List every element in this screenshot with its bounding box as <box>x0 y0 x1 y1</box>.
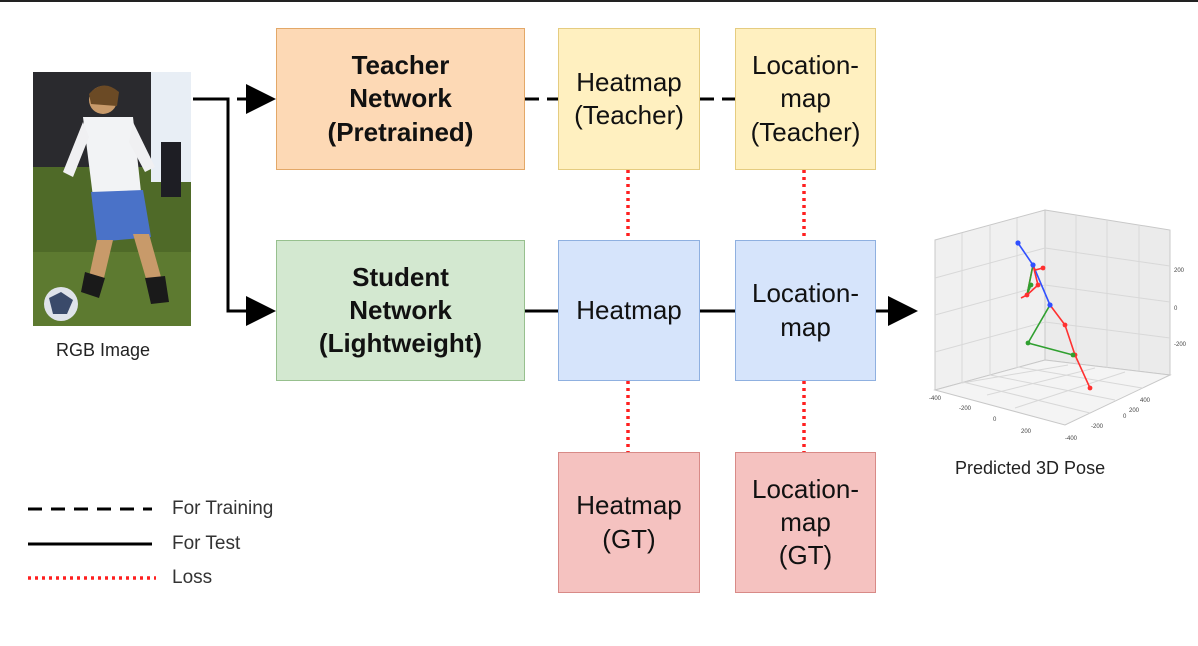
pose-tick-right-2: 0 <box>1174 306 1178 312</box>
legend-loss-label: Loss <box>172 567 213 588</box>
test-arrow-input-to-student <box>193 97 276 326</box>
pose-tick-bottom-4: -200 <box>1091 424 1104 430</box>
pose-tick-left-1: -400 <box>929 396 942 402</box>
student-network-label: Student Network (Lightweight) <box>318 261 483 359</box>
locationmap-gt-box: Location- map (GT) <box>735 452 876 593</box>
locationmap-teacher-label: Location- map (Teacher) <box>750 50 861 147</box>
heatmap-teacher-box: Heatmap (Teacher) <box>558 28 700 170</box>
locationmap-gt-label: Location- map (GT) <box>752 473 859 571</box>
legend-test-label: For Test <box>172 533 241 554</box>
pose-tick-bottom-2: 200 <box>1129 408 1140 414</box>
locationmap-student-label: Location- map <box>752 278 859 342</box>
pose-tick-bottom-5: -400 <box>1065 436 1078 442</box>
pose-tick-left-3: 0 <box>993 417 997 423</box>
pose-tick-right-3: -200 <box>1174 342 1187 348</box>
rgb-image-caption: RGB Image <box>56 340 151 360</box>
pose-3d-plot: 200 0 -200 -400 -200 0 200 400 200 0 -20… <box>929 209 1187 442</box>
heatmap-gt-label: Heatmap (GT) <box>576 490 682 554</box>
teacher-network-box: Teacher Network (Pretrained) <box>276 28 525 170</box>
pose-tick-right-1: 200 <box>1174 268 1185 274</box>
legend-training-label: For Training <box>172 498 274 519</box>
locationmap-teacher-box: Location- map (Teacher) <box>735 28 876 170</box>
top-border <box>0 0 1198 2</box>
rgb-image <box>33 72 191 326</box>
heatmap-student-label: Heatmap <box>576 294 682 325</box>
heatmap-student-box: Heatmap <box>558 240 700 381</box>
pose-tick-bottom-1: 400 <box>1140 398 1151 404</box>
student-network-box: Student Network (Lightweight) <box>276 240 525 381</box>
pose-tick-bottom-3: 0 <box>1123 414 1127 420</box>
pose-tick-left-2: -200 <box>959 406 972 412</box>
pose-tick-left-4: 200 <box>1021 429 1032 435</box>
heatmap-gt-box: Heatmap (GT) <box>558 452 700 593</box>
heatmap-teacher-label: Heatmap (Teacher) <box>574 66 684 130</box>
pose-caption: Predicted 3D Pose <box>955 458 1106 478</box>
teacher-network-label: Teacher Network (Pretrained) <box>327 50 474 147</box>
locationmap-student-box: Location- map <box>735 240 876 381</box>
